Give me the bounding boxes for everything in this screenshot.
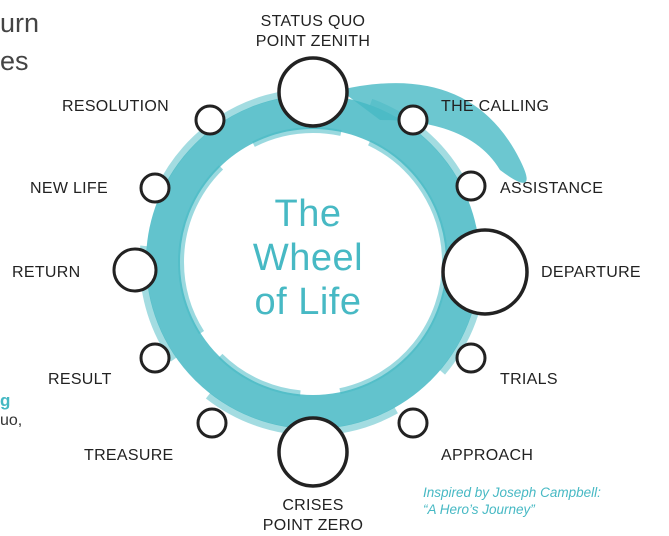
label-crises-line-2: POINT ZERO [262, 517, 364, 534]
label-return: RETURN [12, 264, 81, 281]
label-departure: DEPARTURE [541, 264, 641, 281]
label-approach: APPROACH [441, 447, 534, 464]
label-new-life: NEW LIFE [30, 180, 108, 197]
wheel-title-line-3: of Life [254, 281, 362, 323]
label-treasure: TREASURE [84, 447, 174, 464]
label-the-calling: THE CALLING [441, 98, 550, 115]
label-assistance: ASSISTANCE [500, 180, 604, 197]
node-assistance [455, 170, 487, 202]
wheel-title-line-2: Wheel [252, 237, 364, 279]
label-resolution: RESOLUTION [62, 98, 170, 115]
node-trials [455, 342, 487, 374]
cropped-text-line-1: urn [0, 8, 40, 38]
label-result: RESULT [48, 371, 112, 388]
cropped-teal-text: g [0, 391, 11, 410]
wheel-title: The Wheel of Life [233, 192, 383, 324]
node-status-quo [277, 56, 349, 128]
node-the-calling [397, 104, 429, 136]
node-departure [441, 228, 529, 316]
cropped-small-text: uo, [0, 412, 23, 429]
credit-line-1: Inspired by Joseph Campbell: [423, 485, 601, 500]
stage-nodes [112, 56, 529, 488]
inspiration-credit: Inspired by Joseph Campbell: “A Hero’s J… [423, 484, 601, 518]
brush-tail [340, 83, 527, 183]
node-crises [277, 416, 349, 488]
wheel-title-line-1: The [274, 193, 342, 235]
label-trials: TRIALS [500, 371, 558, 388]
node-new-life [139, 172, 171, 204]
label-crises: CRISES POINT ZERO [233, 496, 393, 536]
node-treasure [196, 407, 228, 439]
node-resolution [194, 104, 226, 136]
label-crises-line-1: CRISES [282, 497, 344, 514]
node-return [112, 247, 158, 293]
node-approach [397, 407, 429, 439]
label-status-quo-line-2: POINT ZENITH [255, 33, 371, 50]
label-status-quo-line-1: STATUS QUO [260, 13, 366, 30]
credit-line-2: “A Hero’s Journey” [423, 502, 535, 517]
cropped-text-line-2: es [0, 46, 29, 76]
node-result [139, 342, 171, 374]
label-status-quo: STATUS QUO POINT ZENITH [233, 12, 393, 52]
